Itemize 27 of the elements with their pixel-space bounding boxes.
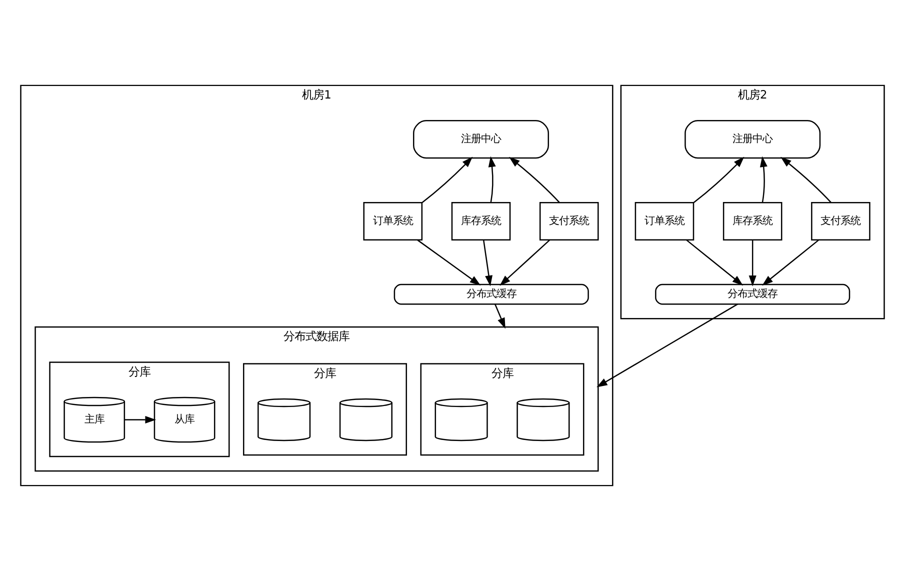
node-box: 分布式缓存 <box>394 284 589 305</box>
arrow <box>686 240 744 286</box>
arrow <box>693 156 744 204</box>
cluster: 分库 <box>243 363 407 456</box>
node-box: 库存系统 <box>451 202 511 241</box>
arrow <box>762 240 819 286</box>
arrow <box>780 156 832 203</box>
arrow <box>760 156 768 203</box>
node-box: 订单系统 <box>363 202 423 241</box>
arrow <box>422 156 473 204</box>
arrow <box>417 240 481 286</box>
node-box: 支付系统 <box>539 202 599 241</box>
cluster: 分库 <box>420 363 584 456</box>
node-box: 注册中心 <box>413 120 549 159</box>
arrow <box>124 416 156 424</box>
arrow <box>500 240 550 286</box>
node-box: 支付系统 <box>811 202 870 241</box>
arrow <box>483 240 493 286</box>
arrow <box>596 304 738 388</box>
node-box: 注册中心 <box>684 120 821 159</box>
node-box: 订单系统 <box>634 202 694 241</box>
arrow <box>508 156 560 203</box>
arrow <box>494 304 506 329</box>
node-box: 分布式缓存 <box>655 284 850 305</box>
arrow <box>748 240 756 286</box>
node-box: 库存系统 <box>722 202 782 241</box>
arrow <box>488 156 496 203</box>
